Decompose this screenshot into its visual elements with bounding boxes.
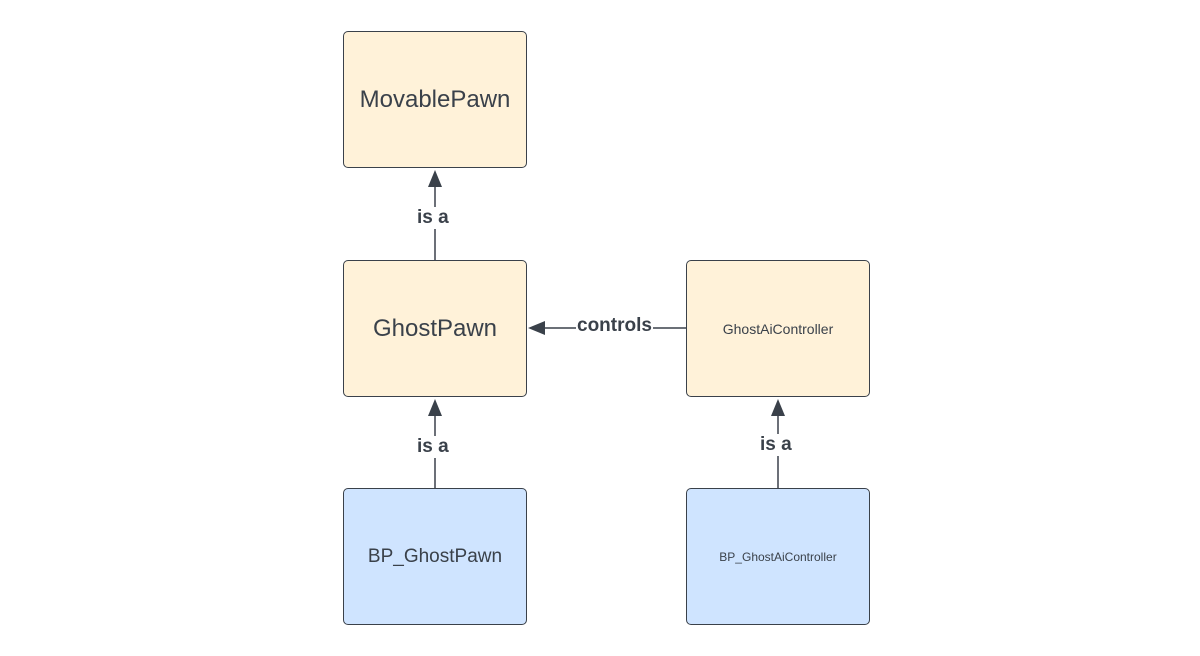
edge-label-is-a: is a: [416, 207, 450, 229]
node-label: BP_GhostPawn: [367, 545, 503, 567]
node-ghost-pawn[interactable]: GhostPawn: [343, 260, 527, 397]
arrowhead-up-icon: [771, 399, 785, 416]
node-label: GhostPawn: [372, 314, 498, 342]
arrowhead-up-icon: [428, 170, 442, 187]
node-bp-ghost-ai-controller[interactable]: BP_GhostAiController: [686, 488, 870, 625]
node-label: MovablePawn: [359, 85, 511, 113]
node-ghost-ai-controller[interactable]: GhostAiController: [686, 260, 870, 397]
node-movable-pawn[interactable]: MovablePawn: [343, 31, 527, 168]
arrowhead-up-icon: [428, 399, 442, 416]
edge-label-is-a: is a: [759, 434, 793, 456]
node-label: BP_GhostAiController: [719, 549, 837, 564]
edge-label-is-a: is a: [416, 436, 450, 458]
edge-label-controls: controls: [576, 315, 653, 337]
arrowhead-left-icon: [528, 321, 545, 335]
node-label: GhostAiController: [722, 320, 834, 337]
node-bp-ghost-pawn[interactable]: BP_GhostPawn: [343, 488, 527, 625]
